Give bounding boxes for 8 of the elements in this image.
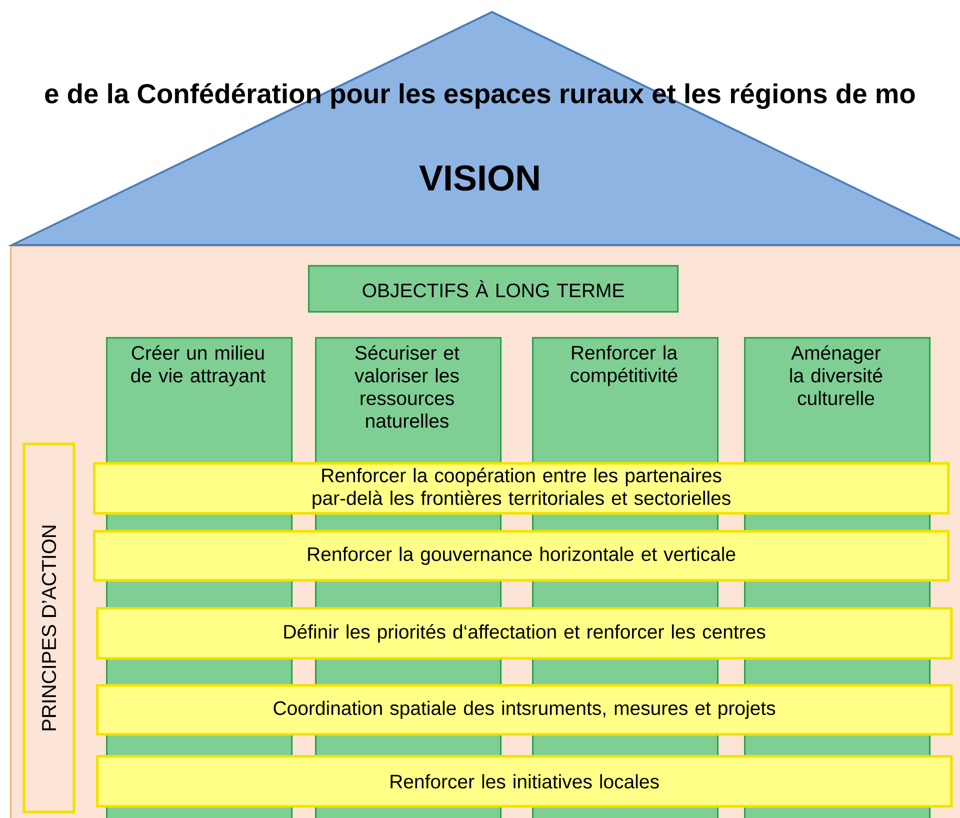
- principle-bar: Coordination spatiale des intsruments, mesures et projets: [96, 684, 953, 736]
- principle-bar: Définir les priorités d‘affectation et renforcer les centres: [96, 607, 953, 660]
- vertical-label-box: PRINCIPES D’ACTION: [22, 442, 76, 814]
- principle-bar: Renforcer la gouvernance horizontale et verticale: [93, 530, 950, 582]
- heading-box: OBJECTIFS À LONG TERME: [308, 265, 679, 313]
- principle-bar: Renforcer les initiatives locales: [96, 755, 953, 808]
- title: e de la Confédération pour les espaces ruraux et les régions de mo: [45, 83, 915, 109]
- principle-bar: Renforcer la coopération entre les partenaires par-delà les frontières territoriales et sectorielles: [93, 462, 950, 515]
